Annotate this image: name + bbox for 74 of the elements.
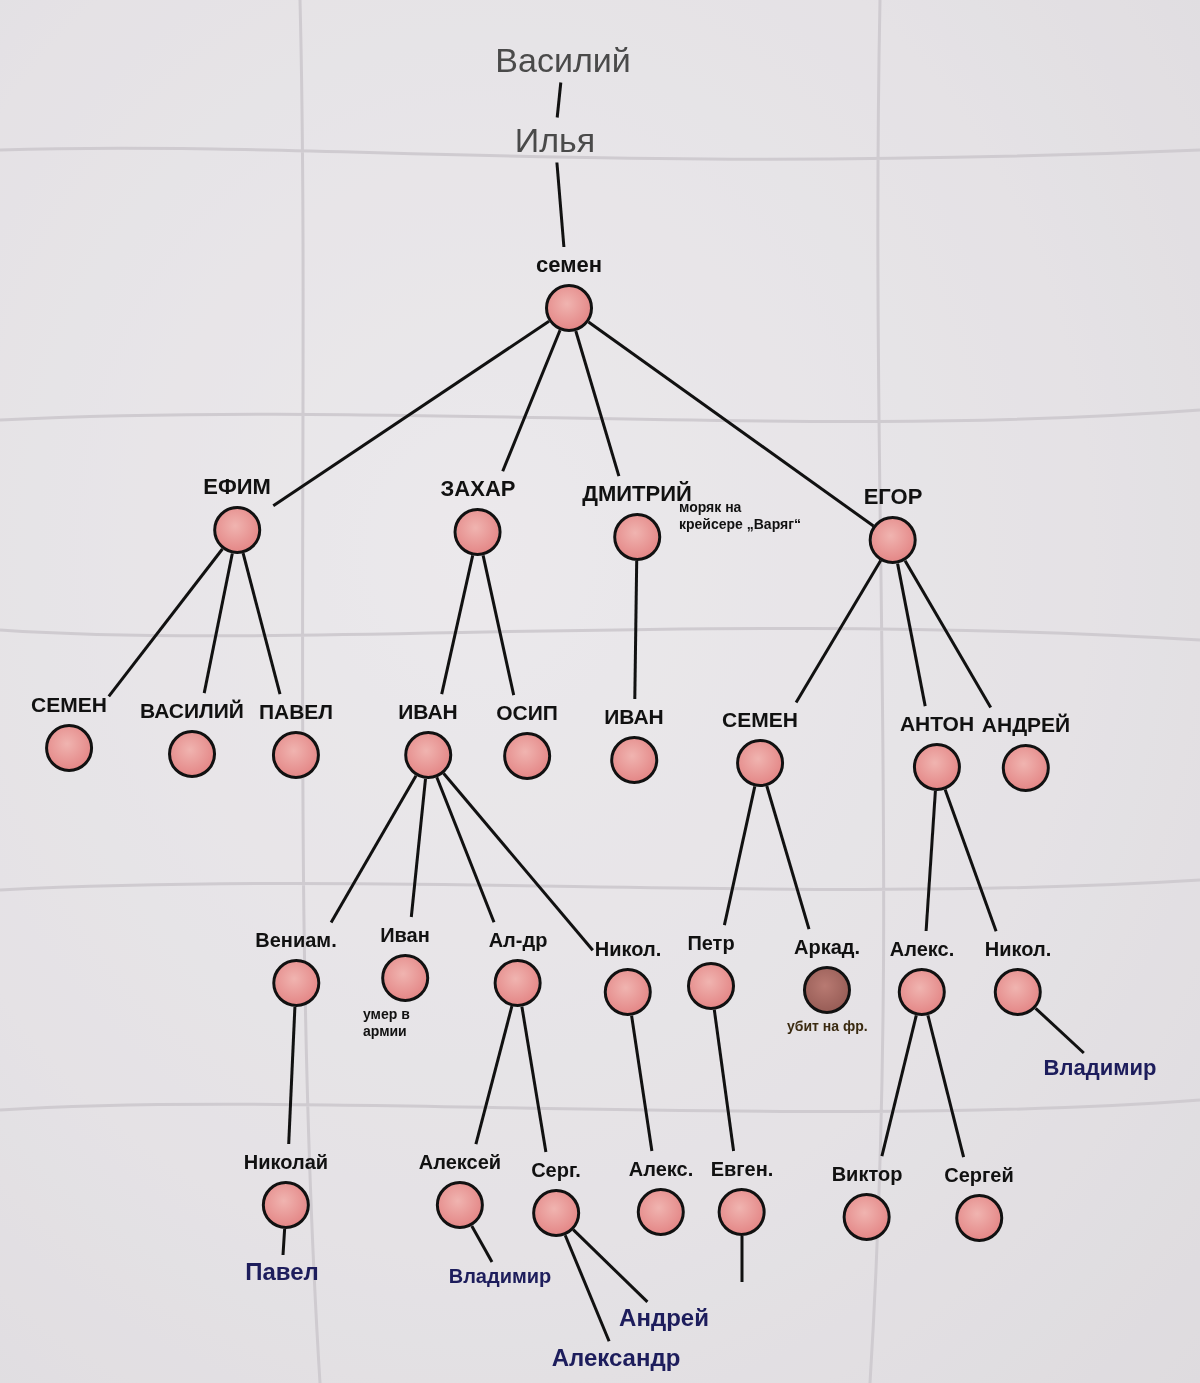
person-name: Александр (551, 1344, 681, 1372)
person-name: Николай (243, 1150, 329, 1175)
person-name: Аркад. (794, 935, 860, 960)
family-line (943, 789, 998, 932)
family-line (880, 1014, 918, 1157)
person-name: ЗАХАР (440, 475, 516, 503)
family-line (435, 776, 496, 923)
family-line (442, 772, 594, 952)
family-line (107, 548, 224, 698)
family-line (481, 555, 516, 696)
family-line (329, 775, 418, 924)
person-name: Владимир (448, 1264, 552, 1288)
family-line (633, 560, 639, 700)
person-name: Ал-др (488, 928, 548, 953)
family-line (287, 1006, 297, 1145)
family-line (281, 1228, 287, 1256)
person-name: Алексей (418, 1150, 502, 1175)
person-name: Василий (495, 40, 631, 80)
person-name: СЕМЕН (31, 692, 107, 718)
family-line (712, 1009, 736, 1152)
family-line (241, 552, 282, 695)
person-name: Петр (687, 931, 735, 956)
person-name: Алекс. (889, 937, 955, 962)
family-line (765, 785, 811, 930)
family-line (440, 555, 475, 695)
note-text: умер в армии (363, 1006, 411, 1040)
person-name: Павел (245, 1258, 319, 1286)
person-name: Алекс. (628, 1157, 694, 1182)
family-line (474, 1005, 514, 1145)
family-line (202, 553, 234, 694)
family-line (896, 563, 927, 707)
person-name: ИВАН (398, 699, 458, 725)
person-name: ОСИП (496, 700, 558, 726)
family-line (630, 1015, 654, 1152)
person-name: Иван (380, 923, 430, 948)
person-name: Владимир (1043, 1055, 1157, 1081)
person-name: АНДРЕЙ (981, 712, 1071, 738)
person-name: ДМИТРИЙ (582, 480, 692, 506)
person-name: Илья (514, 120, 596, 160)
family-line (794, 559, 882, 704)
person-name: Виктор (831, 1162, 903, 1187)
family-line (563, 1234, 611, 1342)
family-line (926, 1014, 966, 1158)
person-name: ВАСИЛИЙ (140, 698, 244, 724)
person-name: ПАВЕЛ (258, 699, 334, 725)
person-name: Серг. (531, 1158, 581, 1183)
person-name: Никол. (594, 937, 662, 962)
family-line (722, 786, 757, 926)
family-line (501, 329, 562, 472)
note-text: убит на фр. (787, 1018, 869, 1035)
person-name: Евген. (710, 1157, 774, 1182)
family-line (572, 1228, 649, 1303)
family-line (740, 1236, 744, 1282)
person-name: ЕГОР (863, 483, 923, 511)
family-line (574, 330, 621, 477)
person-name: ЕФИМ (203, 473, 271, 501)
family-line (555, 82, 563, 118)
family-line (555, 162, 566, 248)
person-name: семен (536, 251, 602, 279)
family-line (470, 1225, 494, 1263)
family-line (520, 1006, 548, 1153)
family-line (1034, 1007, 1085, 1055)
person-name: Вениам. (255, 928, 337, 953)
person-name: АНТОН (899, 711, 975, 737)
family-line (903, 559, 992, 709)
family-line (272, 320, 550, 507)
person-name: СЕМЕН (722, 707, 798, 733)
family-line (587, 320, 875, 528)
person-name: Андрей (619, 1304, 709, 1332)
person-name: ИВАН (604, 704, 664, 730)
person-name: Никол. (984, 937, 1052, 962)
family-line (409, 778, 427, 918)
family-line (924, 790, 937, 932)
person-name: Сергей (944, 1163, 1014, 1188)
